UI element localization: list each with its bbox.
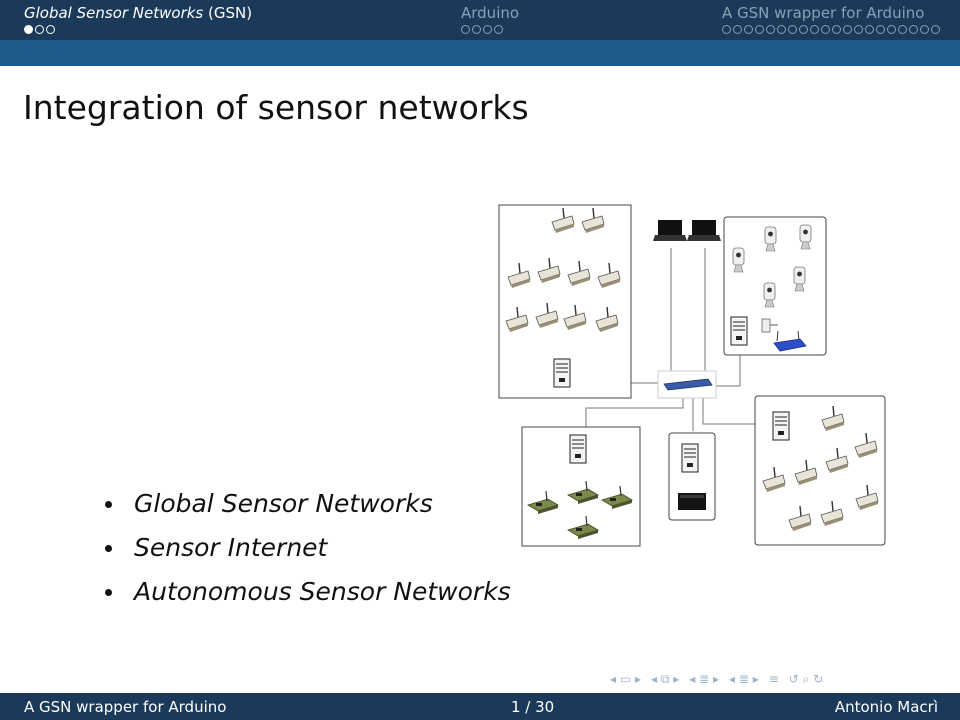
frame-dot[interactable] (920, 25, 929, 34)
subsection-bar (0, 40, 960, 66)
frame-dot[interactable] (766, 25, 775, 34)
laptop-icon (653, 220, 687, 241)
frame-dot[interactable] (788, 25, 797, 34)
server-icon (730, 316, 748, 346)
frame-dot[interactable] (755, 25, 764, 34)
switch-icon (663, 378, 713, 391)
frame-dots-gsn-wrapper (722, 25, 940, 34)
frame-dot[interactable] (909, 25, 918, 34)
server-icon (681, 443, 699, 473)
footer-title: A GSN wrapper for Arduino (24, 698, 227, 716)
frame-dots-arduino (461, 25, 503, 34)
footer-bar: A GSN wrapper for Arduino 1 / 30 Antonio… (0, 693, 960, 720)
frame-dot[interactable] (931, 25, 940, 34)
server-icon (772, 411, 790, 441)
frame-dot[interactable] (821, 25, 830, 34)
frame-dot[interactable] (483, 25, 492, 34)
frame-dot[interactable] (865, 25, 874, 34)
frame-dot[interactable] (777, 25, 786, 34)
nav-section-arduino[interactable]: Arduino (461, 4, 520, 22)
frame-dot[interactable] (832, 25, 841, 34)
connection-lines (585, 248, 771, 431)
section-navigation-bar: Global Sensor Networks (GSN) Arduino A G… (0, 0, 960, 40)
frame-dot[interactable] (898, 25, 907, 34)
section-icon[interactable]: ◂ ≣ ▸ (729, 672, 759, 686)
server-icon (553, 358, 571, 388)
frame-dot[interactable] (494, 25, 503, 34)
subsection-icon[interactable]: ◂ ≣ ▸ (689, 672, 719, 686)
frame-dot[interactable] (799, 25, 808, 34)
frame-dot[interactable] (843, 25, 852, 34)
frame-dot[interactable] (35, 25, 44, 34)
laptop-icon (687, 220, 721, 241)
nav-section-gsn-wrapper[interactable]: A GSN wrapper for Arduino (722, 4, 925, 22)
align-icon[interactable]: ≡ (768, 672, 779, 686)
router-icon (761, 318, 807, 352)
frame-dot[interactable] (876, 25, 885, 34)
navigation-symbols: ◂ ▭ ▸ ◂ ⧉ ▸ ◂ ≣ ▸ ◂ ≣ ▸ ≡ ↺ ⌕ ↻ (610, 672, 823, 687)
bullet-list: Global Sensor Networks Sensor Internet A… (105, 486, 511, 618)
frame-dot[interactable] (810, 25, 819, 34)
frame-dot[interactable] (854, 25, 863, 34)
nav-section-gsn-suffix: (GSN) (203, 4, 253, 22)
page-counter: 1 / 30 (511, 698, 555, 716)
bullet-item: Sensor Internet (105, 530, 511, 574)
frame-dot[interactable] (733, 25, 742, 34)
slide-title: Integration of sensor networks (23, 88, 529, 127)
footer-author: Antonio Macrì (834, 698, 938, 716)
frame-dot[interactable] (24, 25, 33, 34)
frame-dots-gsn (24, 25, 55, 34)
sensor-network-diagram (498, 204, 886, 547)
gateway-box-icon (678, 493, 706, 510)
arrow-left-icon[interactable]: ◂ ▭ ▸ (610, 672, 642, 686)
bullet-item: Global Sensor Networks (105, 486, 511, 530)
frame-dot[interactable] (887, 25, 896, 34)
search-icon[interactable]: ↺ ⌕ ↻ (788, 672, 824, 686)
frame-dot[interactable] (461, 25, 470, 34)
server-icon (569, 434, 587, 464)
frame-dot[interactable] (46, 25, 55, 34)
nav-section-gsn-label: Global Sensor Networks (24, 4, 204, 22)
frame-dot[interactable] (472, 25, 481, 34)
nav-section-gsn[interactable]: Global Sensor Networks (GSN) (24, 4, 252, 22)
bullet-item: Autonomous Sensor Networks (105, 574, 511, 618)
frame-dot[interactable] (744, 25, 753, 34)
frame-dot[interactable] (722, 25, 731, 34)
frame-icon[interactable]: ◂ ⧉ ▸ (651, 672, 680, 686)
